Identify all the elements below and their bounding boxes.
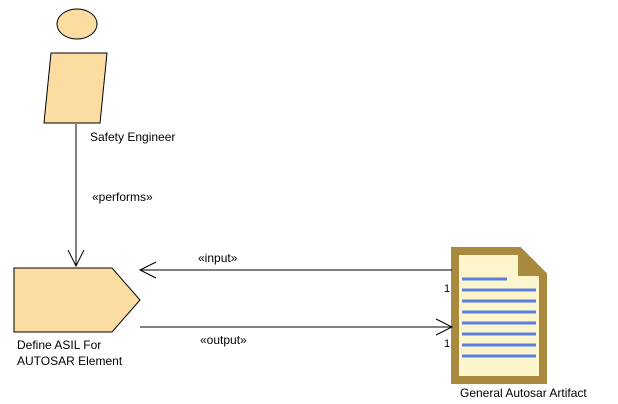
- document-page: [451, 247, 547, 384]
- input-connector[interactable]: [138, 261, 452, 279]
- output-label: «output»: [200, 333, 247, 347]
- worker-icon[interactable]: [43, 8, 108, 124]
- output-multiplicity: 1: [444, 338, 451, 350]
- task-definition-icon[interactable]: [13, 267, 141, 333]
- performs-connector[interactable]: [67, 124, 85, 268]
- document-fold: [518, 248, 546, 276]
- actor-name-label: Safety Engineer: [90, 130, 176, 144]
- worker-head: [56, 8, 98, 40]
- worker-body: [43, 52, 108, 124]
- artifact-name-label: General Autosar Artifact: [460, 386, 587, 400]
- document-text-lines: [462, 277, 536, 358]
- input-label: «input»: [198, 251, 238, 265]
- input-multiplicity: 1: [444, 283, 451, 295]
- performs-label: «performs»: [92, 190, 153, 204]
- document-icon[interactable]: [451, 247, 547, 384]
- task-name-line2: AUTOSAR Element: [17, 354, 123, 368]
- output-connector[interactable]: [140, 318, 454, 336]
- task-name-line1: Define ASIL For: [17, 338, 102, 352]
